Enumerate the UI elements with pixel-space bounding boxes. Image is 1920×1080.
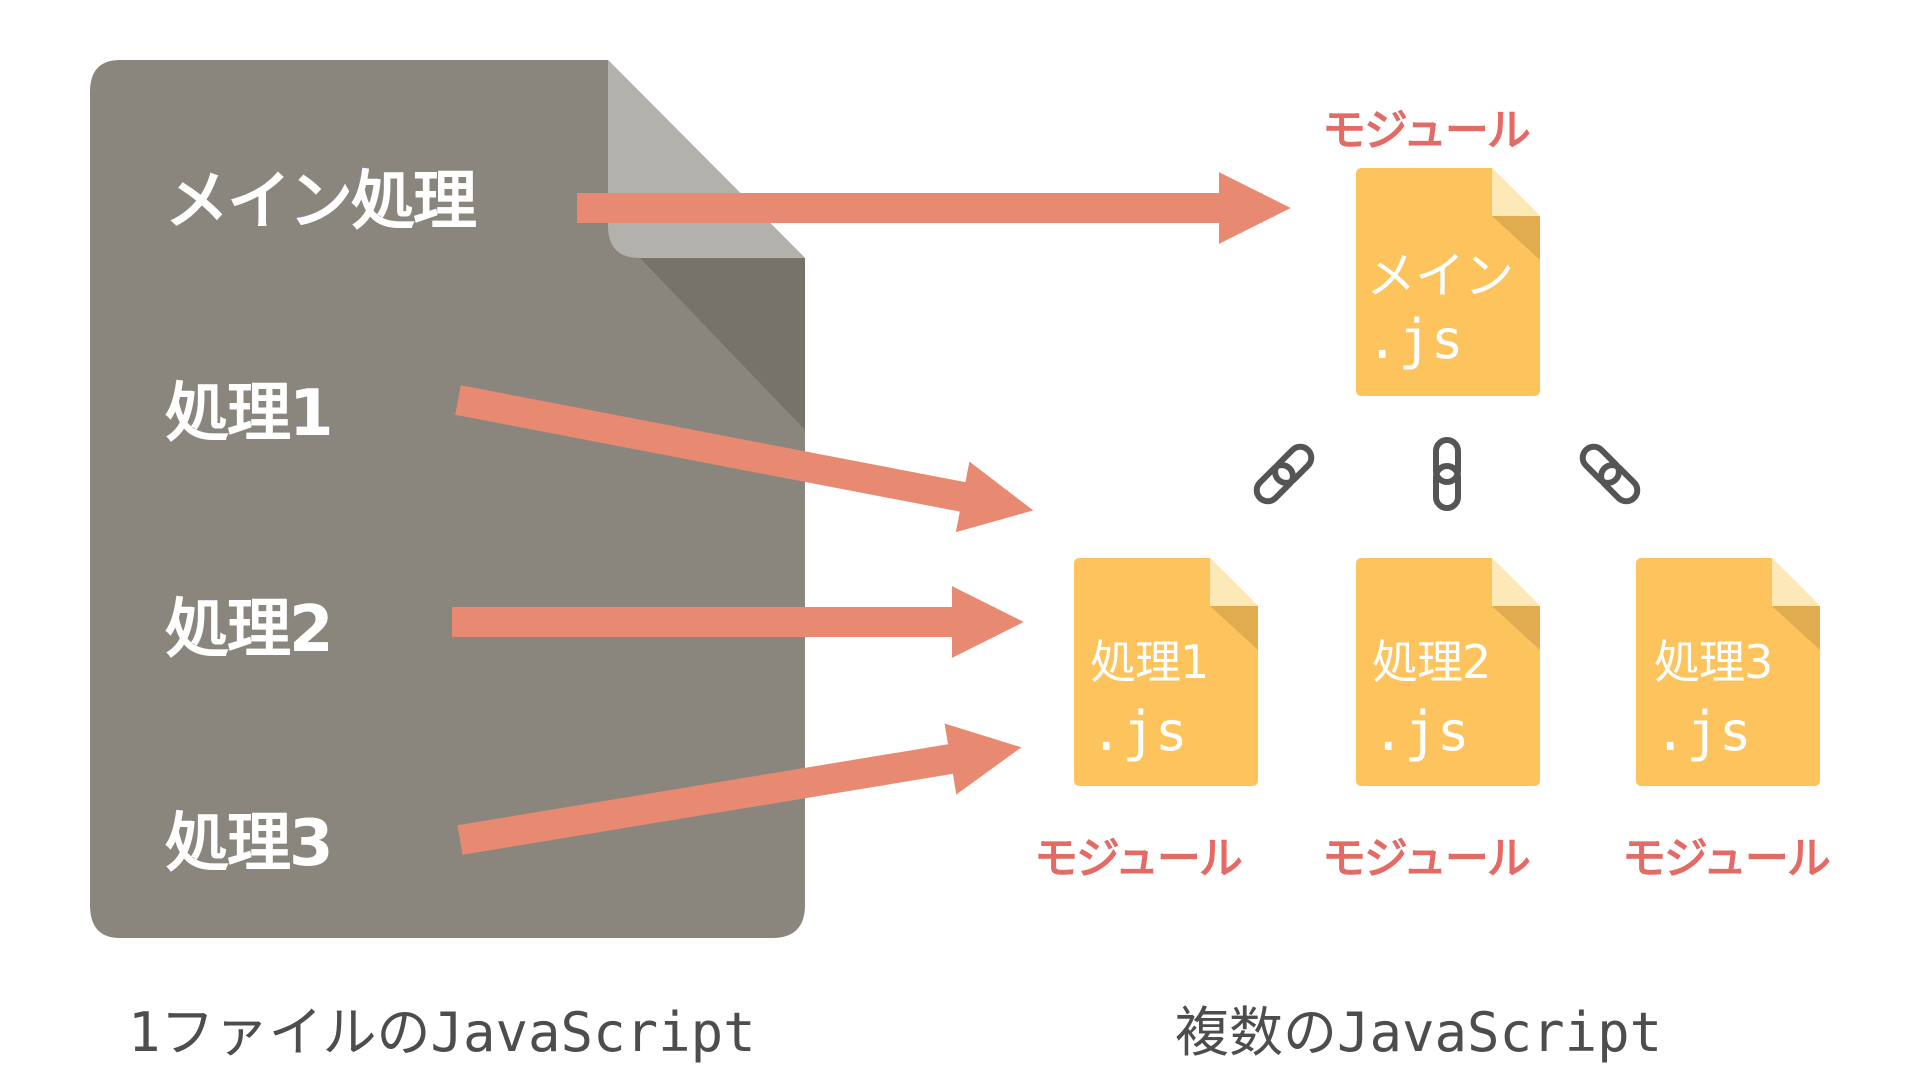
label-main-process: メイン処理 [165, 165, 477, 239]
module-ext-process-1: .js [1090, 700, 1188, 763]
arrow-process-3 [457, 723, 1022, 855]
module-ext-process-2: .js [1372, 700, 1470, 763]
module-name-process-2: 処理2 [1372, 635, 1491, 689]
module-file-process-1 [1074, 558, 1258, 786]
module-name-main: メイン [1366, 247, 1514, 305]
module-tag-process-3: モジュール [1622, 833, 1831, 884]
module-name-process-1: 処理1 [1090, 635, 1209, 689]
caption-multiple-files: 複数のJavaScript [1175, 1001, 1663, 1064]
module-file-main [1356, 168, 1540, 396]
single-file-fold-shadow [640, 258, 805, 430]
single-file-fold [608, 60, 805, 258]
label-process-2: 処理2 [165, 593, 334, 667]
module-file-process-3 [1636, 558, 1820, 786]
module-ext-process-3: .js [1654, 700, 1752, 763]
module-tag-main: モジュール [1322, 105, 1531, 156]
label-process-1: 処理1 [165, 377, 334, 451]
caption-single-file: 1ファイルのJavaScript [128, 1001, 756, 1064]
single-file-body [90, 60, 805, 938]
link-chain-icon-center [1436, 440, 1458, 508]
module-tag-process-2: モジュール [1322, 833, 1531, 884]
module-tag-process-1: モジュール [1034, 833, 1243, 884]
module-file-process-2 [1356, 558, 1540, 786]
module-ext-main: .js [1366, 308, 1464, 371]
arrow-process-1 [455, 385, 1034, 533]
label-process-3: 処理3 [165, 807, 334, 881]
link-chain-icon-right [1578, 442, 1642, 506]
link-chain-icon-left [1252, 442, 1316, 506]
module-name-process-3: 処理3 [1654, 635, 1773, 689]
